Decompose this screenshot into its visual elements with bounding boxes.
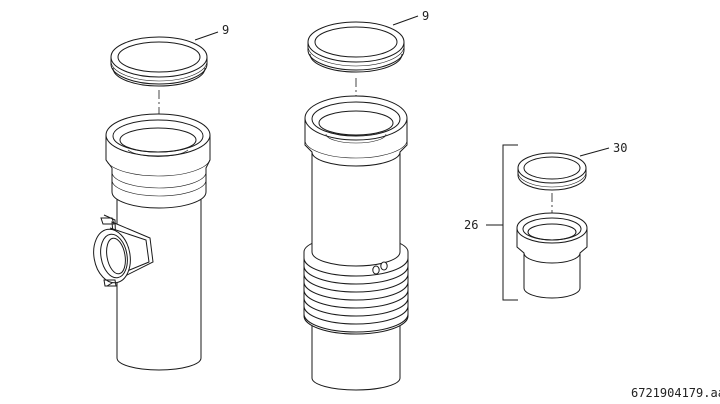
flexible-pipe (303, 95, 409, 391)
left-seal-callout: 9 (222, 23, 229, 37)
kit-seal-callout: 30 (613, 141, 627, 155)
figure-code: 6721904179.aa (631, 386, 720, 400)
kit-adapter-socket (516, 212, 588, 299)
left-seal-leader (194, 31, 219, 41)
kit-bracket (486, 144, 518, 301)
middle-seal-callout: 9 (422, 9, 429, 23)
left-seal-ring (110, 36, 208, 87)
kit-seal-ring (517, 152, 587, 191)
kit-seal-leader (579, 147, 610, 157)
tee-fitting (93, 113, 211, 371)
middle-seal-ring (307, 21, 405, 73)
kit-group-callout: 26 (464, 218, 478, 232)
middle-seal-leader (392, 15, 419, 26)
